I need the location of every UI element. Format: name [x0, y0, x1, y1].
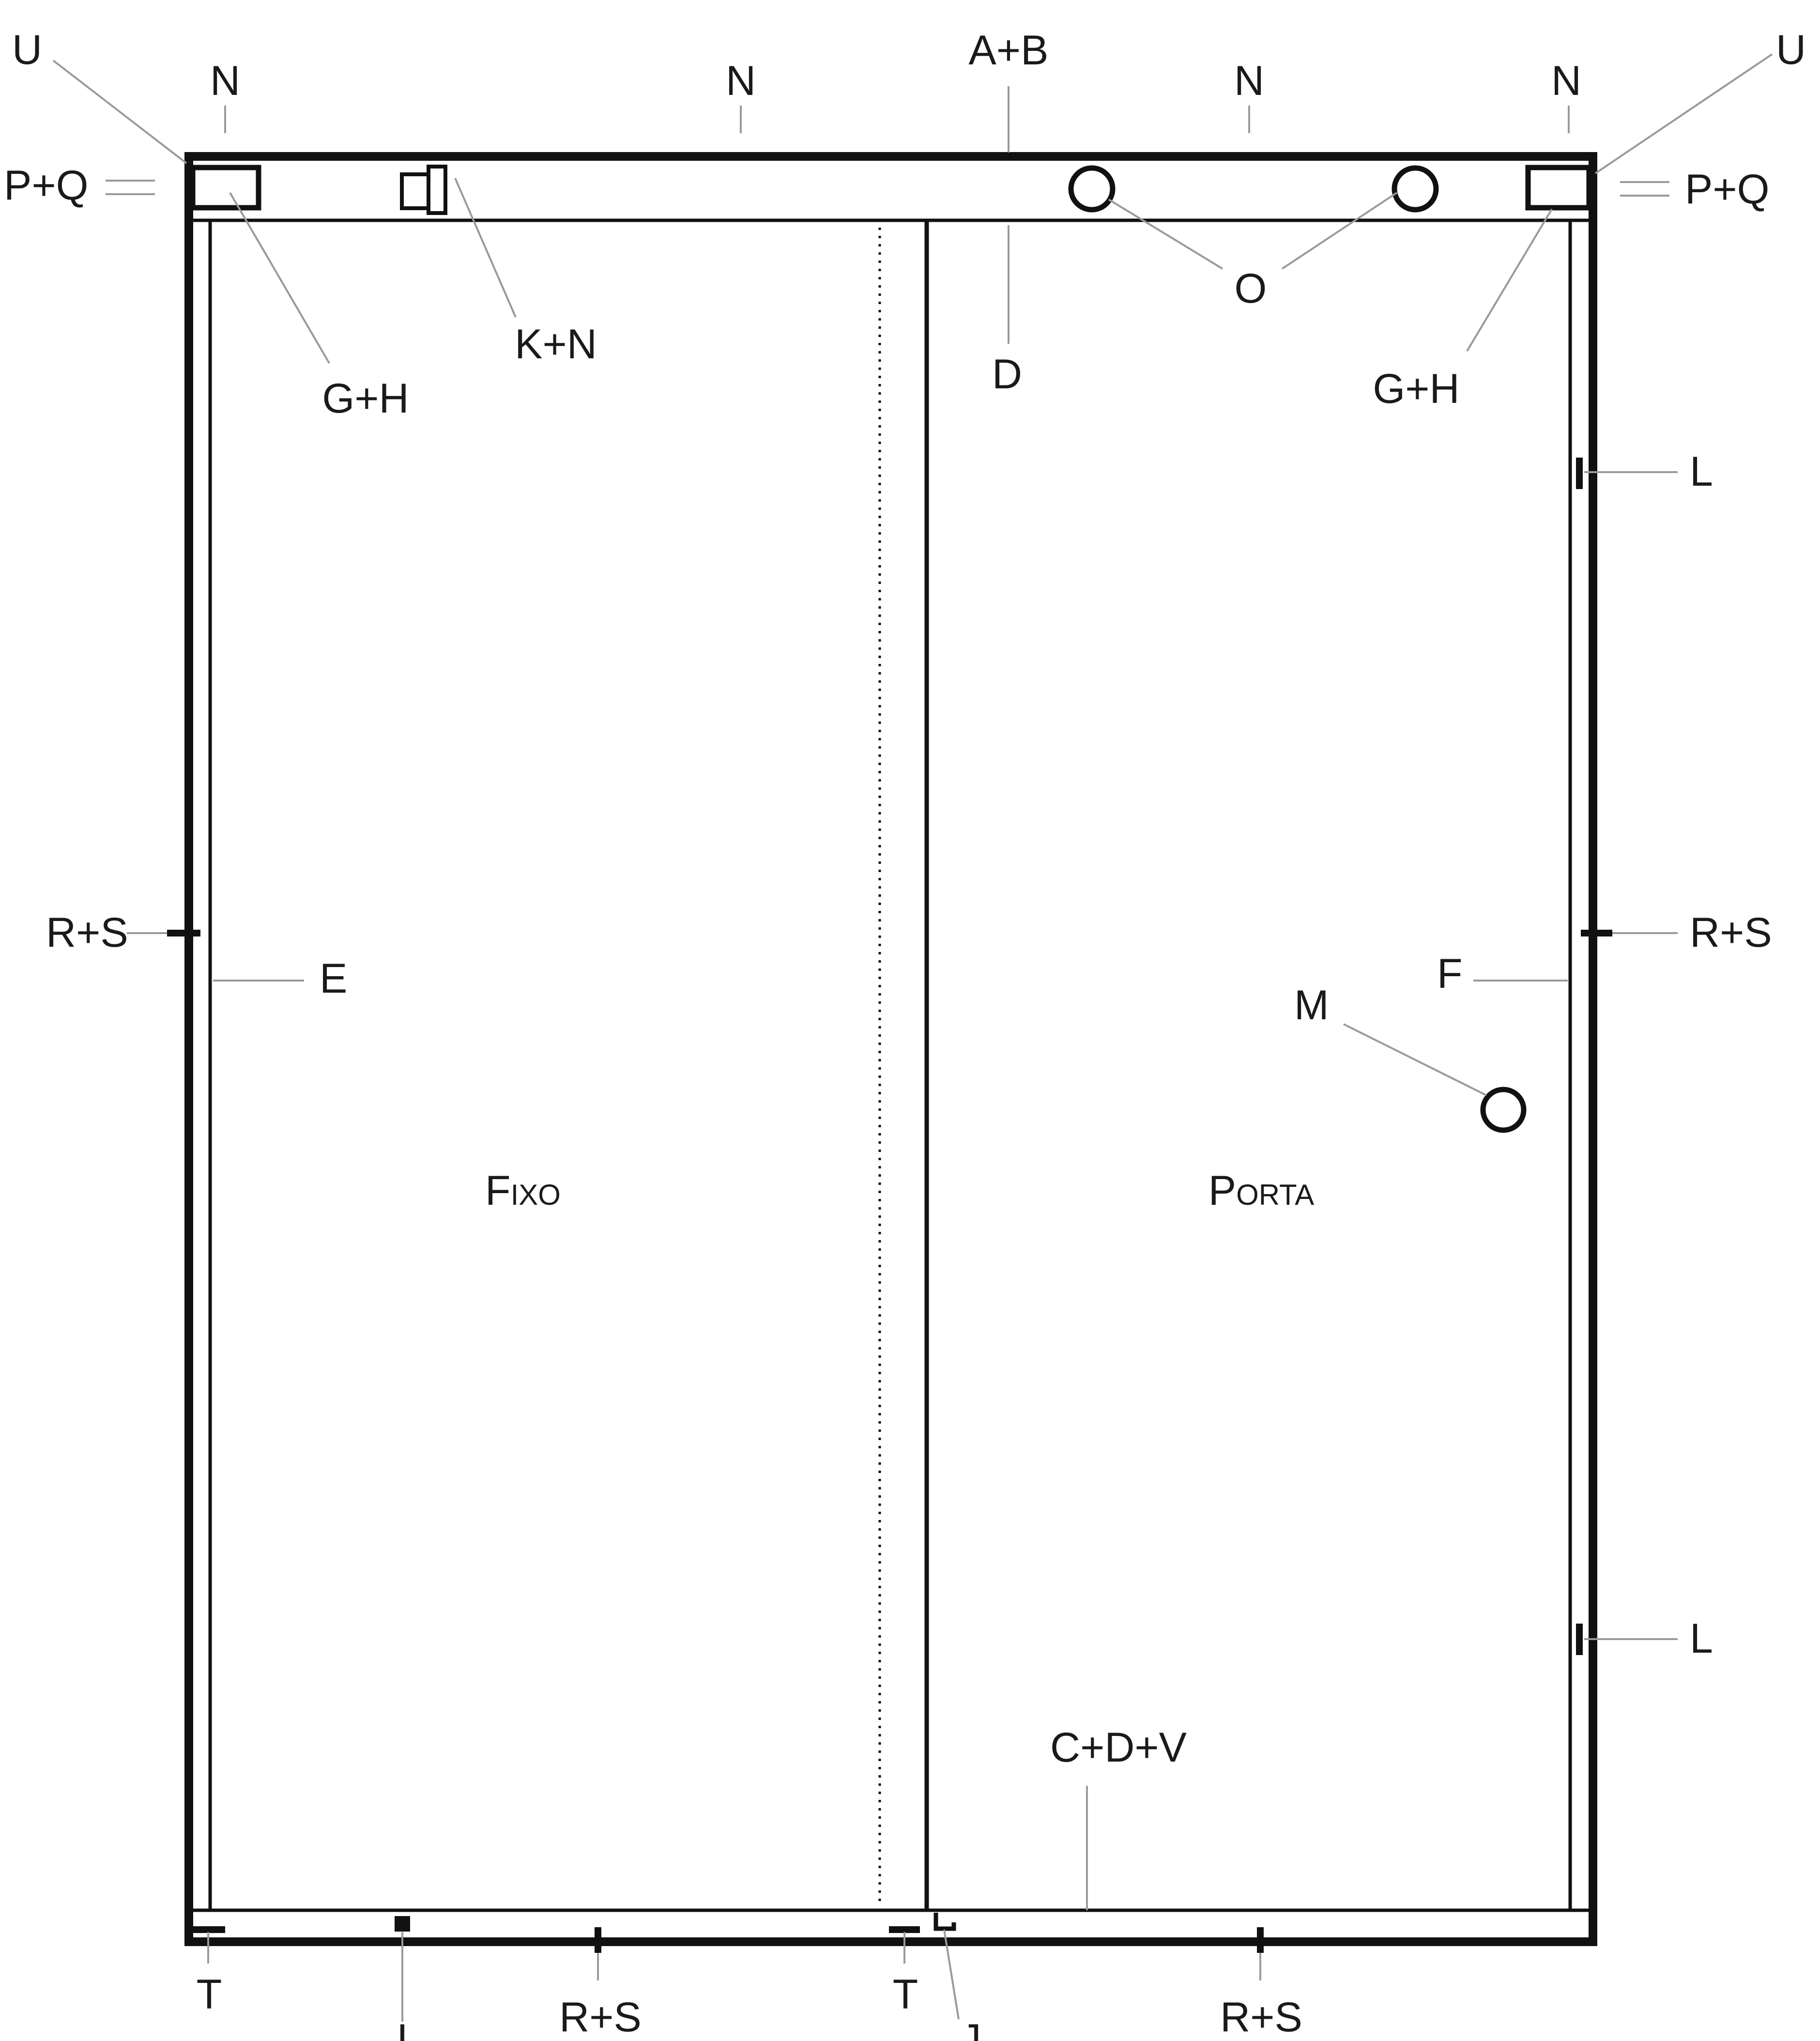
label-i: I — [397, 2016, 408, 2041]
label-rs-bottom-right: R+S — [1220, 1994, 1302, 2041]
label-u-left: U — [12, 27, 42, 73]
roller-wheel-left — [1068, 165, 1116, 213]
label-n-4: N — [1551, 58, 1581, 104]
label-rs-right: R+S — [1690, 909, 1772, 956]
leader-kn — [454, 178, 517, 318]
label-m: M — [1294, 982, 1329, 1028]
label-n-2: N — [726, 58, 756, 104]
label-gh-left: G+H — [322, 375, 409, 422]
panel-label-door: Porta — [1208, 1167, 1315, 1214]
label-gh-right: G+H — [1373, 366, 1459, 412]
label-n-1: N — [210, 58, 240, 104]
label-pq-right: P+Q — [1685, 166, 1769, 213]
labels: U U N N N N A+B P+Q P+Q G+H K+N D O G+H … — [4, 27, 1806, 2041]
label-d: D — [992, 351, 1022, 398]
clips — [167, 458, 1612, 1953]
label-kn: K+N — [515, 321, 597, 368]
label-t-middle: T — [893, 1971, 918, 2018]
leader-lines — [52, 53, 1773, 2022]
roller-wheel-right — [1392, 165, 1439, 213]
leader-m — [1343, 1023, 1487, 1096]
door-guide-j — [933, 1913, 956, 1931]
leader-o-right — [1281, 192, 1398, 270]
label-j: J — [961, 2016, 981, 2041]
label-rs-bottom-left: R+S — [559, 1994, 642, 2041]
outer-frame — [184, 152, 1597, 1946]
frame — [184, 152, 1597, 1946]
label-rs-left: R+S — [46, 909, 128, 956]
label-pq-left: P+Q — [4, 162, 88, 209]
floor-guide-block — [395, 1916, 410, 1932]
end-bracket-right — [1525, 165, 1592, 211]
panel-label-fixed: Fixo — [485, 1167, 561, 1214]
label-n-3: N — [1234, 58, 1264, 104]
leader-u-right — [1594, 53, 1773, 174]
leader-u-left — [52, 60, 187, 164]
door-stopper-cap — [427, 165, 447, 215]
label-o: O — [1235, 265, 1267, 312]
label-l-upper: L — [1690, 448, 1713, 495]
label-cdv: C+D+V — [1050, 1724, 1187, 1771]
end-bracket-left — [190, 165, 261, 211]
label-ab: A+B — [969, 27, 1049, 74]
label-e: E — [320, 955, 347, 1002]
label-f: F — [1437, 951, 1463, 997]
leader-j — [943, 1929, 960, 2020]
label-u-right: U — [1776, 27, 1806, 73]
leader-gh-right — [1466, 208, 1553, 352]
hardware — [190, 165, 1592, 1133]
label-t-left: T — [197, 1971, 222, 2018]
door-knob — [1480, 1087, 1527, 1133]
door-stopper-body — [400, 172, 430, 210]
leader-gh-left — [229, 192, 330, 364]
leader-o-left — [1108, 199, 1224, 270]
label-l-lower: L — [1690, 1615, 1713, 1662]
